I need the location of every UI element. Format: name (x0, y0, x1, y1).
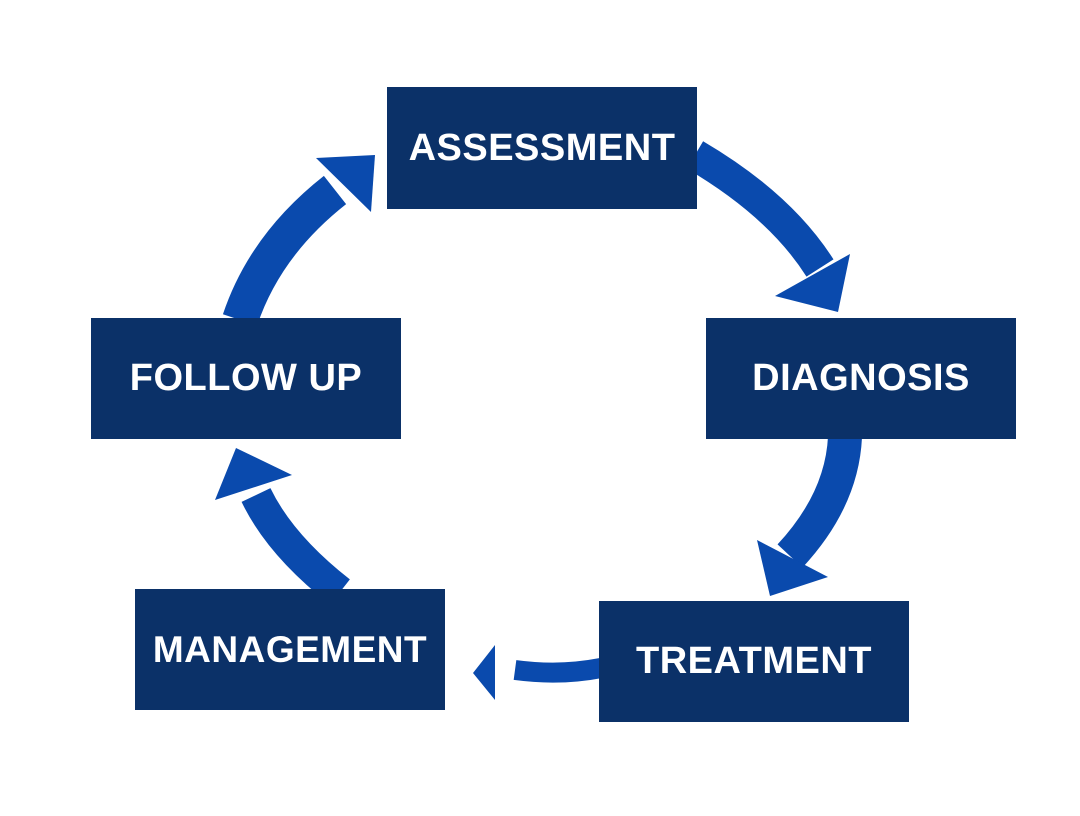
arrow-head (775, 254, 850, 312)
arrow-head (316, 155, 375, 212)
arrow-head (215, 448, 292, 500)
arrow-diagnosis-to-treatment (757, 435, 862, 596)
stage-label: ASSESSMENT (408, 126, 676, 169)
stage-assessment: ASSESSMENT (387, 87, 697, 209)
arrow-shaft (777, 435, 862, 568)
stage-follow-up: FOLLOW UP (91, 318, 401, 439)
stage-label: FOLLOW UP (129, 357, 363, 399)
stage-label: DIAGNOSIS (752, 357, 970, 399)
arrow-assessment-to-diagnosis (686, 141, 850, 312)
arrow-shaft (222, 175, 347, 326)
stage-management: MANAGEMENT (135, 589, 445, 710)
arrow-followup-to-assessment (222, 155, 375, 326)
arrow-shaft (241, 487, 350, 605)
arrow-head (757, 540, 828, 596)
stage-diagnosis: DIAGNOSIS (706, 318, 1016, 439)
arrow-shaft (513, 658, 603, 683)
arrow-shaft (686, 141, 834, 277)
arrow-head (473, 645, 495, 700)
stage-treatment: TREATMENT (599, 601, 909, 722)
stage-label: TREATMENT (636, 640, 872, 682)
stage-label: MANAGEMENT (152, 628, 428, 670)
arrow-management-to-followup (215, 448, 350, 605)
arrow-treatment-to-management (473, 645, 603, 700)
